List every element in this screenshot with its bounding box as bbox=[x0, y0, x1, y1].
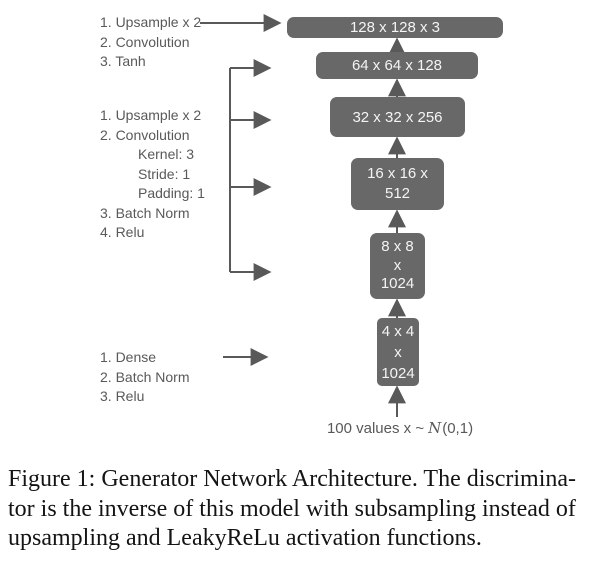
layer-box-32x32x256: 32 x 32 x 256 bbox=[330, 97, 465, 137]
layer-size-label: 8 x 8 bbox=[381, 238, 414, 256]
step-label: Kernel: 3 bbox=[138, 146, 195, 162]
input-noise-suffix: (0,1) bbox=[442, 420, 474, 437]
layer-size-label: 32 x 32 x 256 bbox=[352, 108, 443, 126]
step-label: 3. Relu bbox=[100, 388, 145, 404]
step-label: 2. Convolution bbox=[100, 126, 190, 143]
layer-size-label: x bbox=[394, 343, 402, 361]
steps-group-upsample-conv: 1. Upsample x 2 2. Convolution Kernel: 3… bbox=[100, 106, 205, 243]
step-label: 3. Batch Norm bbox=[100, 204, 190, 221]
layer-size-label: 64 x 64 x 128 bbox=[351, 57, 443, 74]
layer-size-label: 512 bbox=[384, 185, 411, 202]
layer-box-128x128x3: 128 x 128 x 3 bbox=[287, 17, 503, 38]
layer-size-label: 1024 bbox=[381, 364, 415, 382]
step-label: Stride: 1 bbox=[138, 165, 191, 182]
step-label: 1. Upsample x 2 bbox=[100, 107, 202, 123]
layer-size-label: x bbox=[393, 256, 402, 274]
input-noise-prefix: 100 values x ~ bbox=[326, 420, 425, 437]
input-noise-label: 100 values x ~N(0,1) bbox=[280, 418, 520, 439]
step-label: 1. Dense bbox=[100, 349, 157, 365]
layer-size-label: 128 x 128 x 3 bbox=[349, 19, 441, 36]
layer-size-label: 16 x 16 x bbox=[367, 165, 428, 182]
step-label: 3. Tanh bbox=[100, 53, 146, 69]
layer-box-16x16x512: 16 x 16 x 512 bbox=[351, 158, 444, 210]
step-label: 1. Upsample x 2 bbox=[100, 14, 202, 30]
layer-size-label: 1024 bbox=[380, 275, 415, 293]
step-label: 4. Relu bbox=[100, 224, 145, 240]
layer-box-64x64x128: 64 x 64 x 128 bbox=[316, 52, 478, 79]
caption-line: tor is the inverse of this model with su… bbox=[8, 495, 576, 522]
caption-line: Figure 1: Generator Network Architecture… bbox=[8, 466, 577, 492]
steps-group-dense: 1. Dense 2. Batch Norm 3. Relu bbox=[100, 348, 189, 407]
caption-line: upsampling and LeakyReLu activation func… bbox=[8, 525, 482, 551]
step-label: 2. Convolution bbox=[100, 33, 190, 50]
step-label: Padding: 1 bbox=[138, 185, 205, 201]
layer-box-8x8x1024: 8 x 8 x 1024 bbox=[370, 233, 425, 299]
figure-caption: Figure 1: Generator Network Architecture… bbox=[8, 465, 608, 554]
layer-size-label: 4 x 4 bbox=[381, 322, 415, 340]
steps-group-output: 1. Upsample x 2 2. Convolution 3. Tanh bbox=[100, 13, 201, 72]
layer-box-4x4x1024: 4 x 4 x 1024 bbox=[377, 318, 419, 386]
normal-distribution-symbol: N bbox=[428, 419, 442, 437]
step-label: 2. Batch Norm bbox=[100, 368, 190, 385]
flow-arrows bbox=[200, 14, 406, 417]
